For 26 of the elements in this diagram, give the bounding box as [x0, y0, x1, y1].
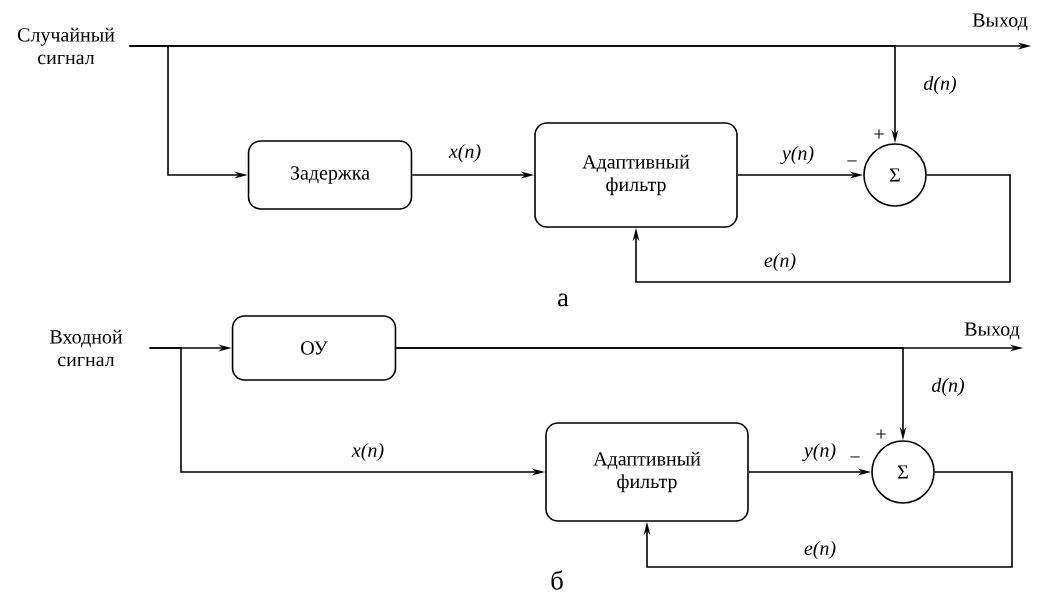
summing-junction: Σ — [871, 440, 935, 504]
signal-label: Входной сигнал — [49, 329, 123, 367]
sign-label: − — [850, 456, 860, 458]
sign-label: + — [874, 129, 884, 139]
edge-label: x(n) — [351, 442, 384, 462]
signal-label: Случайный сигнал — [17, 27, 115, 65]
process-box: ОУ — [231, 315, 397, 381]
arrow — [632, 174, 1011, 283]
filter-box: Адаптивный фильтр — [534, 122, 738, 228]
panel-label: б — [551, 570, 563, 590]
sign-label: + — [876, 429, 886, 439]
filter-box: Адаптивный фильтр — [545, 422, 749, 522]
sign-label: − — [847, 160, 857, 162]
edge-label: y(n) — [780, 145, 814, 165]
process-box: Задержка — [247, 140, 413, 210]
output-label: Выход — [964, 322, 1020, 340]
edge-label: e(n) — [804, 540, 836, 560]
edge-label: y(n) — [802, 442, 836, 462]
output-label: Выход — [972, 13, 1028, 31]
edge-label: e(n) — [764, 252, 796, 272]
arrow — [643, 471, 1013, 568]
edge-label: x(n) — [448, 143, 481, 163]
panel-label: а — [558, 293, 569, 307]
summing-junction: Σ — [863, 143, 927, 207]
edge-label: d(n) — [931, 377, 965, 397]
edge-label: d(n) — [923, 75, 957, 95]
